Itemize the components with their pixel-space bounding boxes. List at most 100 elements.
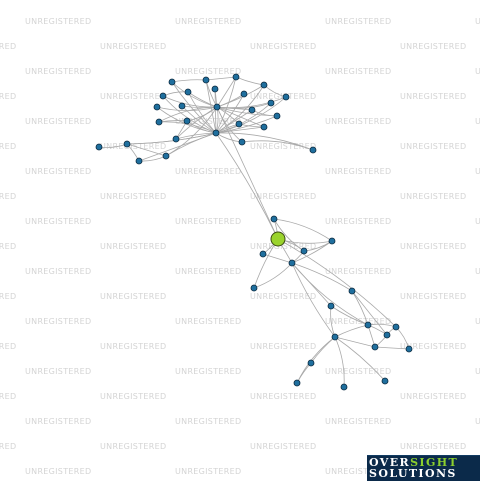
watermark-text: UNREGISTERED	[250, 242, 316, 251]
network-node[interactable]	[309, 146, 317, 154]
network-node[interactable]	[184, 88, 192, 96]
network-node[interactable]	[153, 103, 161, 111]
focus-node[interactable]	[270, 231, 286, 247]
network-edge	[253, 262, 293, 289]
edge-group	[98, 76, 410, 388]
watermark-text: UNREGISTERED	[250, 392, 316, 401]
network-edge	[205, 79, 217, 134]
network-node[interactable]	[213, 103, 221, 111]
network-node[interactable]	[273, 112, 281, 120]
network-node[interactable]	[260, 123, 268, 131]
watermark-text: UNREGISTERED	[100, 192, 166, 201]
network-node[interactable]	[328, 237, 336, 245]
network-edge	[334, 336, 376, 348]
watermark-text: UNREGISTERED	[25, 117, 91, 126]
network-edge	[273, 218, 333, 242]
network-edge	[291, 262, 353, 292]
network-node[interactable]	[172, 135, 180, 143]
network-edge	[215, 126, 265, 134]
network-node[interactable]	[331, 333, 339, 341]
watermark-text: UNREGISTERED	[475, 317, 480, 326]
network-edge	[181, 105, 217, 134]
network-node[interactable]	[248, 106, 256, 114]
network-node[interactable]	[235, 120, 243, 128]
network-node[interactable]	[307, 359, 315, 367]
network-edge	[296, 362, 312, 384]
watermark-text: UNREGISTERED	[25, 217, 91, 226]
network-node[interactable]	[211, 85, 219, 93]
network-node[interactable]	[123, 140, 131, 148]
network-node[interactable]	[168, 78, 176, 86]
watermark-text: UNREGISTERED	[400, 242, 466, 251]
watermark-text: UNREGISTERED	[400, 442, 466, 451]
network-edge	[291, 262, 369, 326]
watermark-text: UNREGISTERED	[100, 142, 166, 151]
network-node[interactable]	[293, 379, 301, 387]
network-edge	[138, 155, 167, 162]
watermark-text: UNREGISTERED	[325, 367, 391, 376]
network-node[interactable]	[155, 118, 163, 126]
watermark-text: UNREGISTERED	[0, 142, 16, 151]
network-node[interactable]	[288, 259, 296, 267]
network-node[interactable]	[405, 345, 413, 353]
network-node[interactable]	[250, 284, 258, 292]
watermark-text: UNREGISTERED	[400, 292, 466, 301]
watermark-text: UNREGISTERED	[25, 467, 91, 476]
network-edge	[205, 76, 237, 81]
network-edge	[98, 143, 128, 148]
network-node[interactable]	[238, 138, 246, 146]
network-edge	[367, 324, 376, 348]
watermark-text: UNREGISTERED	[25, 267, 91, 276]
network-node[interactable]	[392, 323, 400, 331]
network-edge	[263, 84, 287, 98]
network-edge	[277, 238, 397, 328]
network-edge	[215, 93, 245, 134]
network-node[interactable]	[371, 343, 379, 351]
network-edge	[235, 76, 265, 86]
watermark-text: UNREGISTERED	[0, 342, 16, 351]
network-edge	[126, 132, 217, 145]
watermark-text: UNREGISTERED	[0, 192, 16, 201]
network-node[interactable]	[259, 250, 267, 258]
network-node[interactable]	[348, 287, 356, 295]
watermark-text: UNREGISTERED	[325, 217, 391, 226]
watermark-text: UNREGISTERED	[250, 342, 316, 351]
network-node[interactable]	[135, 157, 143, 165]
watermark-text: UNREGISTERED	[400, 392, 466, 401]
network-node[interactable]	[327, 302, 335, 310]
network-node[interactable]	[95, 143, 103, 151]
network-node[interactable]	[383, 331, 391, 339]
network-node[interactable]	[267, 99, 275, 107]
network-edge	[215, 96, 287, 134]
watermark-text: UNREGISTERED	[0, 42, 16, 51]
network-edge	[334, 336, 345, 388]
watermark-text: UNREGISTERED	[325, 167, 391, 176]
network-edge	[395, 326, 410, 350]
network-node[interactable]	[178, 102, 186, 110]
network-node[interactable]	[300, 247, 308, 255]
network-node[interactable]	[240, 90, 248, 98]
watermark-text: UNREGISTERED	[250, 442, 316, 451]
network-node[interactable]	[159, 92, 167, 100]
network-edge	[175, 106, 218, 140]
watermark-text: UNREGISTERED	[325, 67, 391, 76]
watermark-text: UNREGISTERED	[25, 167, 91, 176]
network-edge	[171, 81, 217, 134]
network-edge	[165, 132, 217, 157]
network-node[interactable]	[381, 377, 389, 385]
watermark-text: UNREGISTERED	[0, 442, 16, 451]
network-node[interactable]	[212, 129, 220, 137]
watermark-text: UNREGISTERED	[175, 367, 241, 376]
network-node[interactable]	[183, 117, 191, 125]
network-node[interactable]	[232, 73, 240, 81]
network-node[interactable]	[270, 215, 278, 223]
network-node[interactable]	[340, 383, 348, 391]
network-node[interactable]	[282, 93, 290, 101]
network-node[interactable]	[202, 76, 210, 84]
logo-word-solutions: SOLUTIONS	[369, 467, 457, 480]
network-node[interactable]	[364, 321, 372, 329]
network-node[interactable]	[260, 81, 268, 89]
network-node[interactable]	[162, 152, 170, 160]
network-edge	[162, 91, 189, 97]
